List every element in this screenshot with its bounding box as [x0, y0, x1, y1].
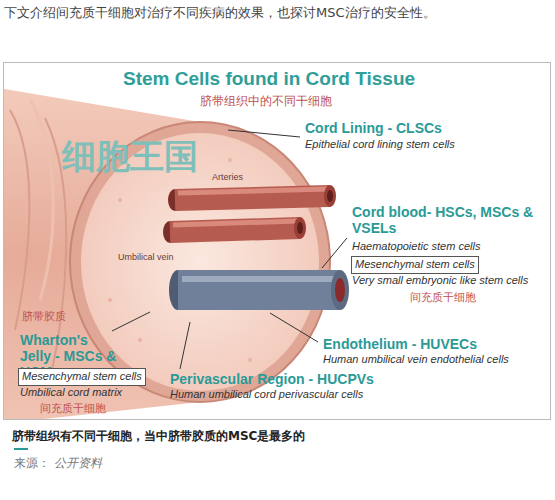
part-description: Umbilical cord matrix [20, 386, 122, 398]
artery-tube [170, 228, 300, 232]
watermark: 细胞王国 [62, 134, 198, 180]
image-frame [4, 63, 551, 420]
source-name: 公开资料 [54, 455, 102, 472]
artery-end [324, 185, 336, 207]
leader-line [270, 313, 318, 342]
source-label: 来源： [14, 455, 50, 472]
artery-tube [175, 196, 330, 200]
intro-text: 下文介绍间充质干细胞对治疗不同疾病的效果，也探讨MSC治疗的安全性。 [4, 4, 436, 22]
leader-line [322, 238, 347, 268]
part-name: Perivascular Region - HUCPVs [170, 371, 374, 387]
vein-tube [178, 270, 340, 310]
vessel-name: Arteries [212, 172, 243, 182]
jelly-dot [248, 358, 252, 362]
artery-lumen [327, 190, 333, 202]
artery-lumen [297, 222, 303, 234]
part-description: Very small embryonic like stem cells [352, 274, 528, 286]
chinese-note: 间充质干细胞 [40, 401, 106, 416]
boxed-cell-type: Mesenchymal stem cells [351, 256, 479, 274]
part-description: Human umbilical cord perivascular cells [170, 388, 363, 400]
figure-title: Stem Cells found in Cord Tissue [123, 68, 415, 90]
vein-lumen [335, 278, 345, 302]
chinese-note: 脐带胶质 [22, 309, 66, 324]
part-name: Cord blood- HSCs, MSCs & VSELs [352, 204, 542, 236]
leader-line [112, 312, 150, 331]
artery-highlight [173, 221, 298, 225]
cell-type-text: Mesenchymal stem cells [19, 369, 145, 384]
vein-highlight [182, 276, 338, 282]
part-description: Haematopoietic stem cells [352, 240, 480, 252]
artery-end [294, 217, 306, 239]
leader-line [228, 130, 300, 137]
figure-caption: 脐带组织有不同干细胞，当中脐带胶质的MSC是最多的 [12, 428, 305, 445]
cord-figure [3, 88, 349, 420]
vessel-name: Umbilical vein [118, 252, 174, 262]
jelly-dot [118, 198, 122, 202]
part-name: Cord Lining - CLSCs [305, 120, 442, 136]
vein-end [331, 270, 349, 310]
jelly-dot [108, 298, 112, 302]
part-name: Endothelium - HUVECs [323, 336, 477, 352]
jelly-dot [138, 338, 142, 342]
boxed-cell-type: Mesenchymal stem cells [18, 368, 146, 386]
cord-wrinkle [10, 110, 29, 330]
artery-highlight [178, 189, 328, 193]
chinese-subtitle: 脐带组织中的不同干细胞 [200, 93, 332, 110]
part-description: Epithelial cord lining stem cells [305, 138, 455, 150]
leader-line [180, 322, 190, 369]
jelly-dot [228, 158, 232, 162]
part-description: Human umbilical vein endothelial cells [323, 353, 509, 365]
chinese-note: 间充质干细胞 [410, 290, 476, 305]
cell-type-text: Mesenchymal stem cells [352, 257, 478, 272]
caption-rule [14, 448, 28, 450]
cord-wrinkle [30, 100, 53, 300]
